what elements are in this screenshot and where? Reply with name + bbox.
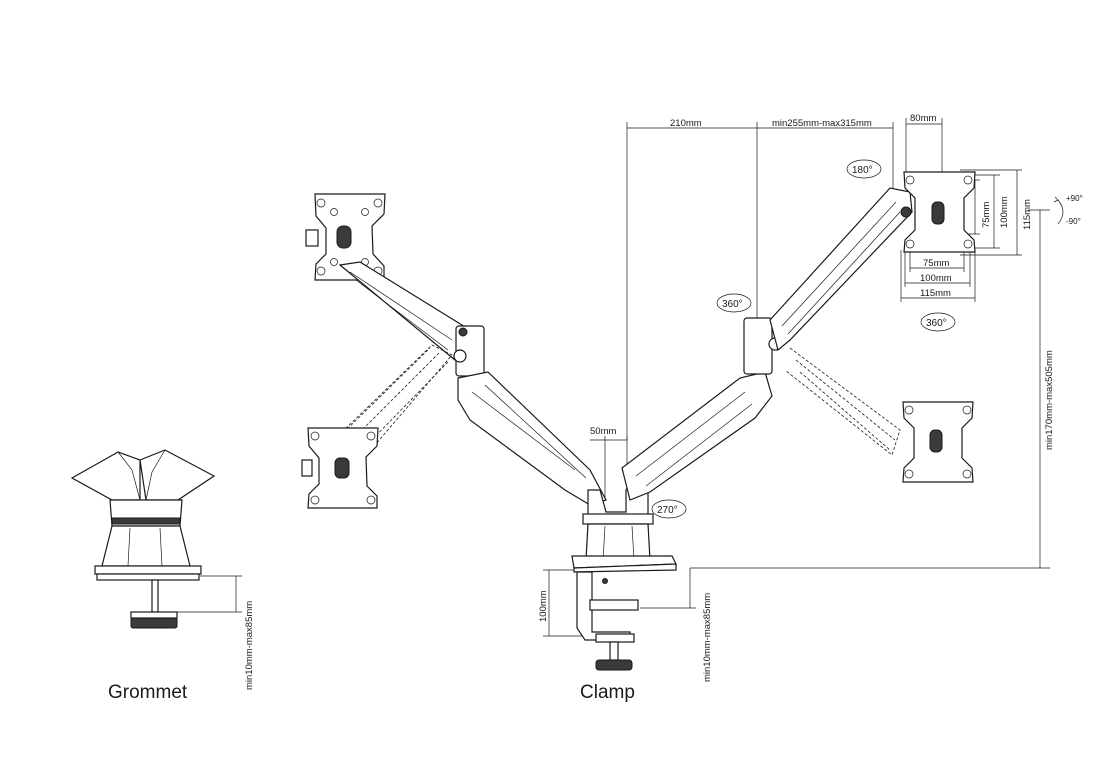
dim-115mm-horizontal: 115mm — [920, 288, 951, 299]
rotation-180: 180° — [852, 165, 873, 176]
tilt-down: -90° — [1066, 217, 1081, 226]
left-vesa-plate-upper — [305, 193, 386, 281]
rotation-270: 270° — [657, 505, 678, 516]
left-upper-arm — [338, 261, 485, 377]
dim-height-range: min170mm-max505mm — [1044, 350, 1055, 450]
dim-clamp-desk-thickness: min10mm-max85mm — [702, 593, 713, 682]
left-main-arm — [457, 371, 607, 506]
tilt-up: +90° — [1066, 194, 1083, 203]
caption-clamp: Clamp — [580, 682, 635, 703]
dim-100mm-horizontal: 100mm — [920, 273, 952, 284]
caption-grommet: Grommet — [108, 682, 188, 703]
right-main-arm — [621, 371, 773, 501]
rotation-arrow-icon: 270° — [651, 499, 687, 519]
dim-80mm: 80mm — [910, 113, 936, 124]
rotation-arrow-icon: 360° — [716, 293, 752, 313]
right-vesa-plate-lower — [902, 401, 974, 483]
right-upper-arm — [743, 187, 913, 375]
dim-75mm-horizontal: 75mm — [923, 258, 949, 269]
dim-50mm: 50mm — [590, 426, 616, 437]
dim-reach: min255mm-max315mm — [772, 118, 872, 129]
dim-210mm: 210mm — [670, 118, 702, 129]
left-vesa-plate-lower — [301, 427, 379, 509]
right-vesa-plate-upper — [900, 171, 976, 253]
rotation-arrow-icon: 180° — [846, 159, 882, 179]
rotation-labels: 180° 360° 360° 270° +90° -90° — [651, 159, 1083, 519]
dim-clamp-100mm: 100mm — [538, 590, 549, 622]
dim-grommet-desk-thickness: min10mm-max85mm — [244, 601, 255, 690]
tilt-arrow-icon: +90° -90° — [1053, 194, 1083, 226]
dim-115mm-vertical: 115mm — [1022, 199, 1033, 230]
rotation-arrow-icon: 360° — [920, 312, 956, 332]
clamp-base — [571, 555, 677, 671]
grommet-mount — [70, 449, 216, 629]
rotation-360-arm: 360° — [722, 299, 743, 310]
dim-100mm-vertical: 100mm — [999, 196, 1010, 228]
right-arm-alt-position — [784, 347, 901, 456]
dim-75mm-vertical: 75mm — [981, 202, 992, 228]
rotation-360-vesa: 360° — [926, 318, 947, 329]
dimension-labels: 210mm min255mm-max315mm 80mm 75mm 100mm … — [244, 113, 1055, 690]
